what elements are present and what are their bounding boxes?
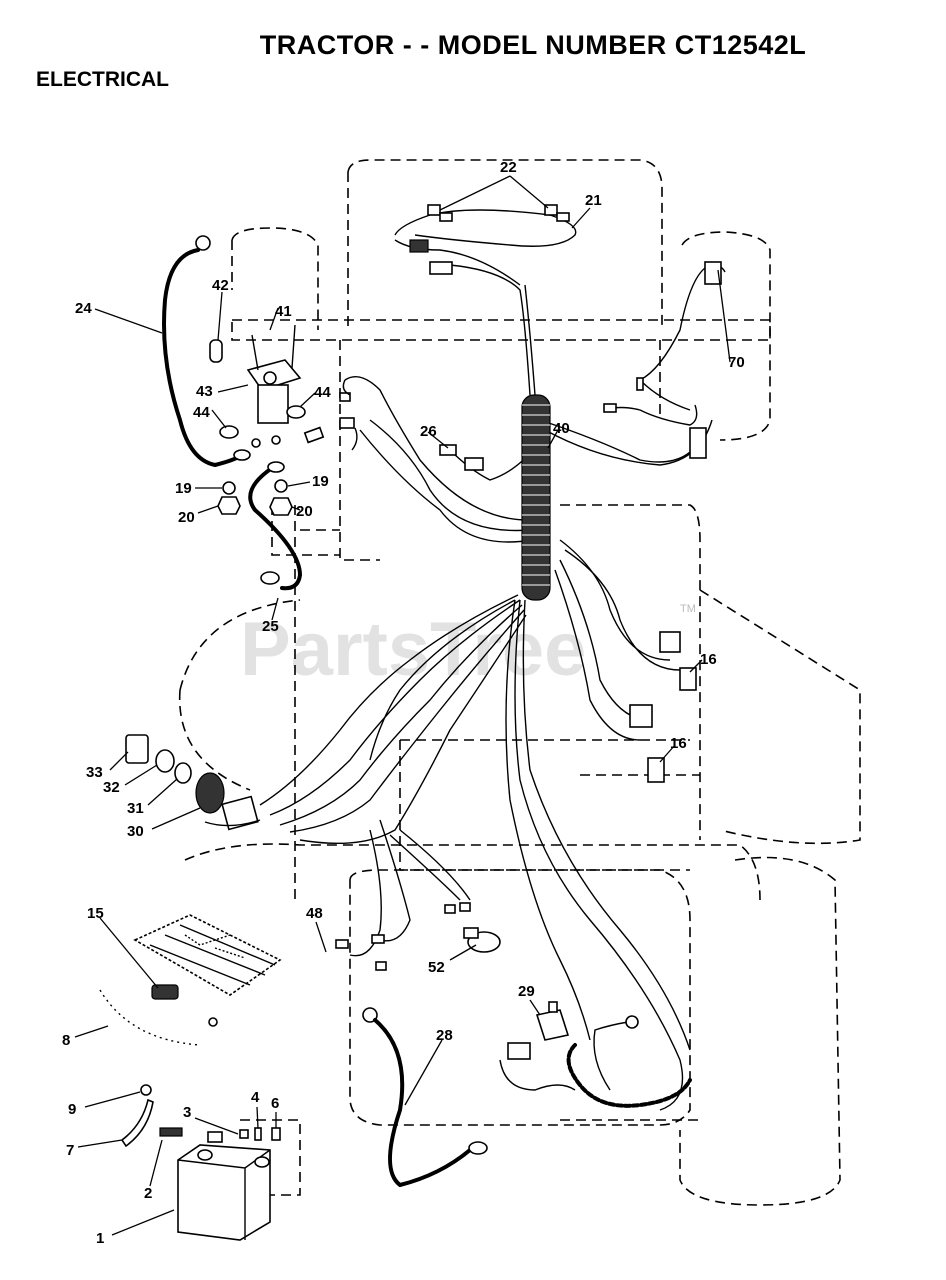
callout-20-right: 20 [296, 503, 313, 520]
callout-44-right: 44 [314, 384, 331, 401]
callout-28: 28 [436, 1027, 453, 1044]
connector-16-lower-icon [647, 757, 665, 783]
callouts: 22 21 24 42 41 43 44 44 19 19 20 20 25 2… [62, 159, 745, 1247]
callout-19-right: 19 [312, 473, 329, 490]
ignition-30-icon [195, 772, 225, 814]
callout-48: 48 [306, 905, 323, 922]
callout-25: 25 [262, 618, 279, 635]
tractor-frame-outline [178, 159, 861, 1206]
callout-7: 7 [66, 1142, 74, 1159]
callout-52: 52 [428, 959, 445, 976]
callout-1: 1 [96, 1230, 104, 1247]
connector-16-upper-icon [659, 631, 681, 653]
callout-30: 30 [127, 823, 144, 840]
callout-21: 21 [585, 192, 602, 209]
section-title: ELECTRICAL [36, 68, 169, 91]
wire-loom [521, 394, 551, 601]
battery-group [120, 1084, 281, 1241]
callout-33: 33 [86, 764, 103, 781]
connectors-26 [439, 444, 484, 471]
headlight-harness [394, 204, 577, 286]
right-connector-harness [603, 261, 726, 459]
callout-26: 26 [420, 423, 437, 440]
interlock-switch-29 [499, 1001, 692, 1108]
bolt-2-icon [159, 1127, 183, 1137]
ground-cable-28 [362, 1007, 488, 1188]
callout-44-left: 44 [193, 404, 210, 421]
callout-15: 15 [87, 905, 104, 922]
callout-16-lower: 16 [670, 735, 687, 752]
callout-3: 3 [183, 1104, 191, 1121]
ignition-switch [125, 734, 261, 831]
starter-solenoid [209, 324, 358, 451]
nut-44-right-icon [286, 405, 306, 419]
bezel-32-icon [155, 749, 175, 773]
switch-29-icon [535, 1009, 570, 1041]
callout-43: 43 [196, 383, 213, 400]
callout-29: 29 [518, 983, 535, 1000]
callout-9: 9 [68, 1101, 76, 1118]
callout-2: 2 [144, 1185, 152, 1202]
callout-24: 24 [75, 300, 92, 317]
callout-70: 70 [728, 354, 745, 371]
watermark-tm: TM [680, 603, 696, 615]
callout-32: 32 [103, 779, 120, 796]
connectors-48 [335, 902, 471, 971]
seat-switch-panel [99, 914, 282, 1046]
bulb-52 [463, 927, 501, 953]
callout-22: 22 [500, 159, 517, 176]
headlight-bulb-right-icon [544, 204, 558, 216]
key-33-icon [125, 734, 149, 764]
callout-4: 4 [251, 1089, 260, 1106]
watermark: PartsTree [240, 607, 586, 692]
headlight-bulb-left-icon [427, 204, 441, 216]
callout-41: 41 [275, 303, 292, 320]
callout-6: 6 [271, 1095, 279, 1112]
callout-40: 40 [553, 420, 570, 437]
nut-44-left-icon [219, 425, 239, 439]
battery-cables [162, 235, 303, 591]
callout-20-left: 20 [178, 509, 195, 526]
bolt-42-icon [209, 339, 223, 363]
leader-lines [74, 175, 731, 1236]
callout-19-left: 19 [175, 480, 192, 497]
vent-tube-7-icon [120, 1098, 154, 1148]
page-title: TRACTOR - - MODEL NUMBER CT12542L [259, 30, 807, 60]
seat-switch-icon [151, 984, 179, 1000]
callout-16-upper: 16 [700, 651, 717, 668]
connectors-16 [629, 631, 697, 783]
callout-8: 8 [62, 1032, 70, 1049]
connector-70-icon [704, 261, 722, 285]
callout-42: 42 [212, 277, 229, 294]
callout-31: 31 [127, 800, 144, 817]
